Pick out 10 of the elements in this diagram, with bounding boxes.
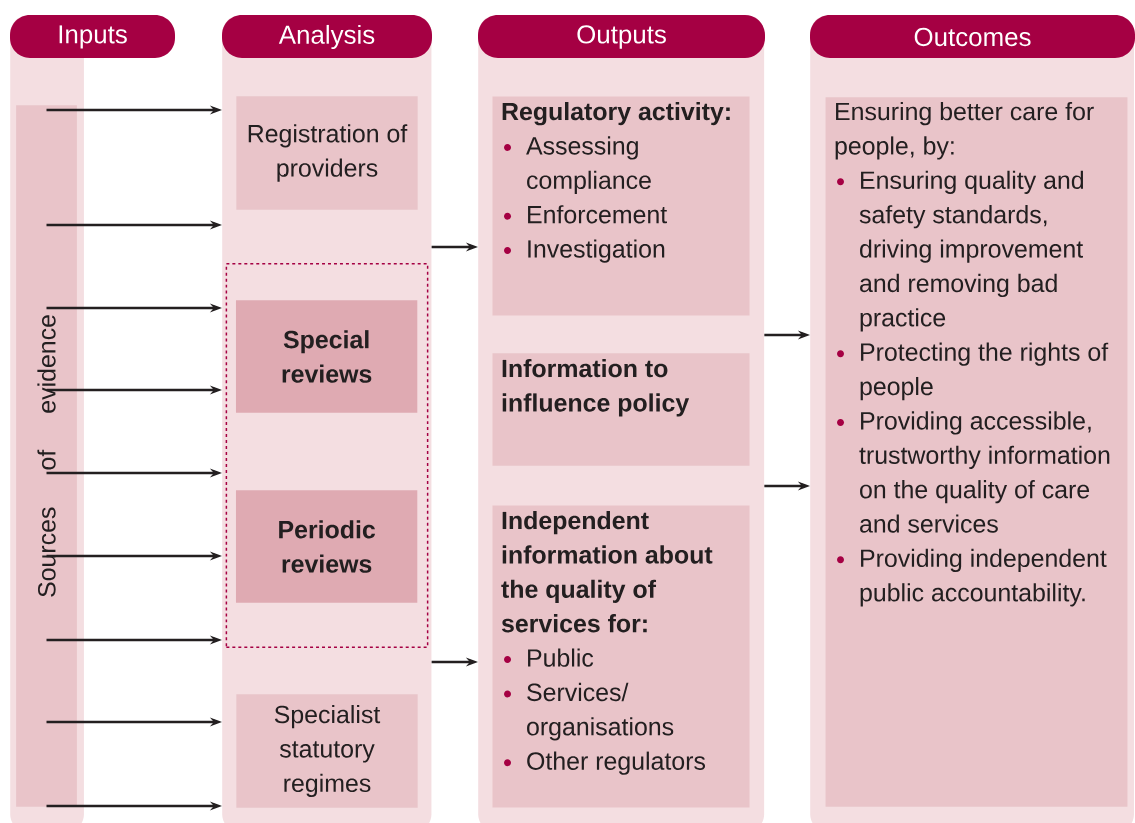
evidence-bar: Sources of evidence [16,105,77,807]
text-box: Specialist statutory regimes [236,694,418,808]
text-box: Ensuring better care for people, by: Ensuring quality and safety standards, driving improvement and removing bad practice Protecting the rights of people Providing accessible, trustworthy information on the quality of care and services Providing independent public accountability. [825,97,1128,807]
dashed-frame [225,262,429,649]
text-box: Regulatory activity: Assessing compliance Enforcement Investigation [492,96,750,316]
text-box: Information to influence policy [492,353,750,466]
text-box: Independent information about the quality of services for: Public Services/ organisations Other regulators [492,505,750,808]
review-box: Periodic reviews [236,490,418,603]
review-box: Special reviews [236,300,418,413]
text-box: Registration of providers [236,96,418,210]
